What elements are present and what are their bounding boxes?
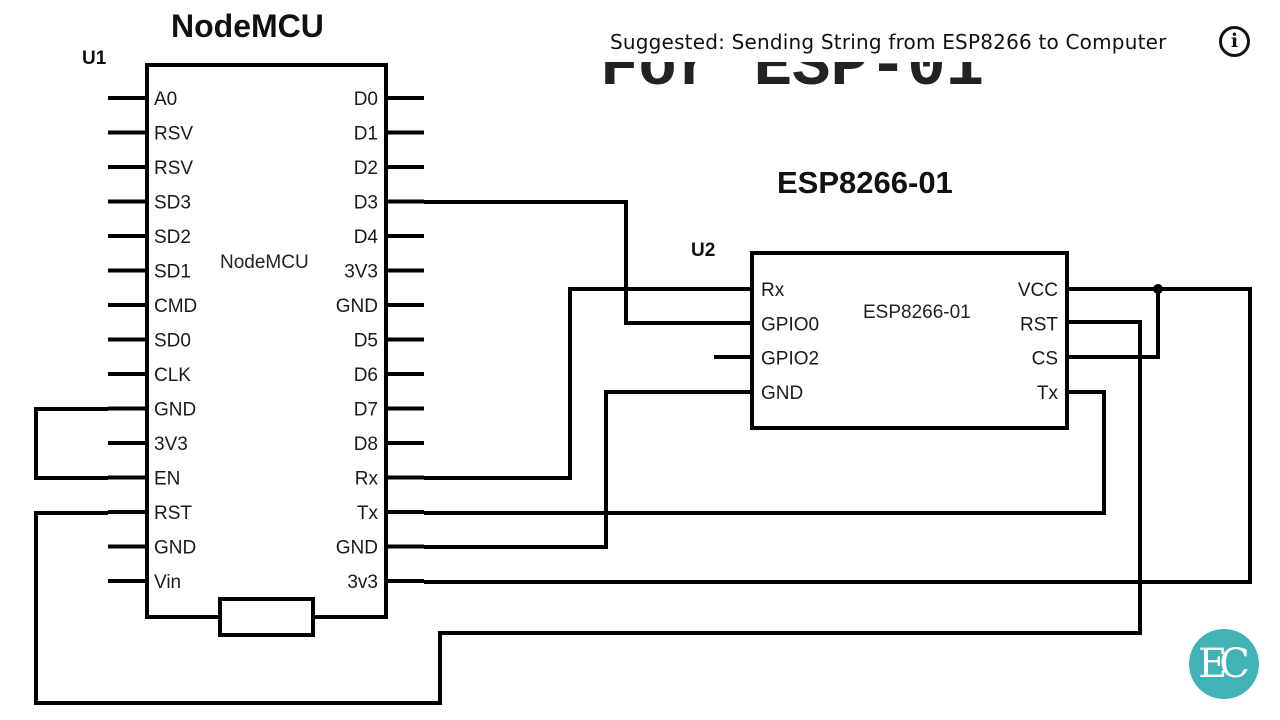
info-icon[interactable]: i <box>1219 26 1250 57</box>
nodemcu-right-pin-label: D3 <box>354 193 378 214</box>
esp-inner-label: ESP8266-01 <box>863 302 971 323</box>
esp-left-pin-label: GPIO2 <box>761 349 819 370</box>
nodemcu-left-pin-label: GND <box>154 400 196 421</box>
nodemcu-inner-label: NodeMCU <box>220 252 309 273</box>
nodemcu-left-pin-label: SD0 <box>154 331 191 352</box>
nodemcu-right-pin-label: Rx <box>355 469 379 490</box>
nodemcu-right-pin-label: D1 <box>354 124 378 145</box>
nodemcu-right-pin-label: Tx <box>357 503 379 524</box>
nodemcu-left-pin-label: CLK <box>154 365 191 386</box>
info-icon-glyph: i <box>1230 30 1239 52</box>
wires <box>34 200 1252 705</box>
nodemcu-right-pin-label: D2 <box>354 158 378 179</box>
nodemcu-right-pin-label: 3V3 <box>344 262 378 283</box>
esp-title: ESP8266-01 <box>777 165 953 200</box>
esp-right-pin-label: CS <box>1032 349 1058 370</box>
esp-left-pin-label: GPIO0 <box>761 314 819 335</box>
nodemcu-left-pin-label: RSV <box>154 124 193 145</box>
nodemcu-left-pin-label: SD1 <box>154 262 191 283</box>
nodemcu-left-pin-label: EN <box>154 469 180 490</box>
wire-gnd-gnd <box>424 390 752 549</box>
wire-d3-gpio0 <box>424 200 752 325</box>
nodemcu-right-pin-label: GND <box>336 296 378 317</box>
nodemcu-right-pin-label: D6 <box>354 365 378 386</box>
nodemcu-left-pin-label: SD2 <box>154 227 191 248</box>
esp-right-pin-label: Tx <box>1037 383 1059 404</box>
nodemcu-left-pin-label: 3V3 <box>154 434 188 455</box>
background-title-mask <box>590 22 1190 62</box>
nodemcu-right-pin-label: GND <box>336 538 378 559</box>
nodemcu-usb-port <box>218 597 315 637</box>
nodemcu-right-pin-label: D4 <box>354 227 379 248</box>
wire-rx-rx <box>424 287 752 480</box>
nodemcu-left-pin-label: SD3 <box>154 193 191 214</box>
esp-right-pin-label: VCC <box>1018 280 1058 301</box>
esp-ref: U2 <box>691 240 715 261</box>
wire-en-gnd-loop <box>34 407 108 480</box>
wire-cs-vcc <box>1067 289 1160 359</box>
nodemcu-ref: U1 <box>82 48 107 69</box>
suggested-video-text[interactable]: Suggested: Sending String from ESP8266 t… <box>610 30 1167 54</box>
esp-right-pin-label: RST <box>1020 314 1058 335</box>
nodemcu-left-pin-label: A0 <box>154 89 177 110</box>
channel-logo-text: EC <box>1198 641 1250 687</box>
nodemcu-left-pin-label: GND <box>154 538 196 559</box>
nodemcu-left-pin-label: Vin <box>154 572 181 593</box>
nodemcu-left-pin-label: RSV <box>154 158 193 179</box>
channel-logo[interactable]: EC <box>1189 629 1259 699</box>
wire-tx-tx <box>424 390 1106 515</box>
nodemcu-right-pin-label: D7 <box>354 400 378 421</box>
nodemcu-left-pin-label: RST <box>154 503 192 524</box>
nodemcu-right-pin-label: 3v3 <box>347 572 378 593</box>
nodemcu-right-pin-label: D5 <box>354 331 378 352</box>
junction-dot <box>1153 284 1163 294</box>
esp-left-pin-label: Rx <box>761 280 785 301</box>
esp-right-pins: VCC RST CS Tx <box>1018 280 1059 404</box>
wire-rst-bottom <box>34 320 1142 705</box>
nodemcu-right-pin-label: D0 <box>354 89 378 110</box>
nodemcu-title: NodeMCU <box>171 8 324 44</box>
esp-body <box>750 251 1069 430</box>
nodemcu-left-pin-label: CMD <box>154 296 197 317</box>
esp-left-pin-label: GND <box>761 383 803 404</box>
nodemcu-right-pin-label: D8 <box>354 434 378 455</box>
